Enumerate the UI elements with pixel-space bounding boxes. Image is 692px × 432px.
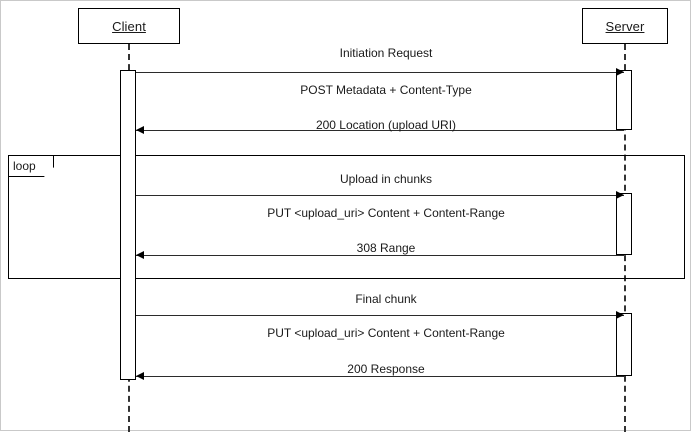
message-label-put-final-chunk: PUT <upload_uri> Content + Content-Range (267, 326, 505, 340)
participant-server-label: Server (605, 18, 645, 34)
activation-server-final (616, 313, 632, 376)
message-label-post-metadata: POST Metadata + Content-Type (300, 83, 472, 97)
participant-client-label: Client (112, 18, 146, 34)
message-line-200-location[interactable] (136, 130, 624, 131)
message-label-200-response: 200 Response (347, 362, 425, 376)
loop-fragment[interactable] (8, 155, 685, 279)
arrowhead-put-final-chunk (616, 311, 624, 319)
activation-server-chunk (616, 193, 632, 255)
message-label-200-location: 200 Location (upload URI) (315, 118, 457, 132)
loop-fragment-operator-label: loop (13, 159, 36, 173)
arrowhead-200-response (136, 372, 144, 380)
participant-client[interactable]: Client (78, 8, 180, 44)
message-line-put-chunk[interactable] (136, 195, 624, 196)
message-line-post-metadata[interactable] (136, 72, 624, 73)
arrowhead-308-range (136, 251, 144, 259)
message-line-308-range[interactable] (136, 255, 624, 256)
group-caption-final-chunk: Final chunk (355, 292, 417, 306)
participant-server[interactable]: Server (582, 8, 668, 44)
message-line-put-final-chunk[interactable] (136, 315, 624, 316)
activation-server-initiation (616, 70, 632, 130)
message-label-put-chunk: PUT <upload_uri> Content + Content-Range (267, 206, 505, 220)
arrowhead-post-metadata (616, 68, 624, 76)
group-caption-initiation: Initiation Request (339, 46, 433, 60)
activation-client (120, 70, 136, 380)
arrowhead-200-location (136, 126, 144, 134)
loop-fragment-tab: loop (8, 155, 54, 177)
message-label-308-range: 308 Range (356, 241, 416, 255)
arrowhead-put-chunk (616, 191, 624, 199)
message-line-200-response[interactable] (136, 376, 624, 377)
group-caption-chunked-upload: Upload in chunks (339, 172, 433, 186)
